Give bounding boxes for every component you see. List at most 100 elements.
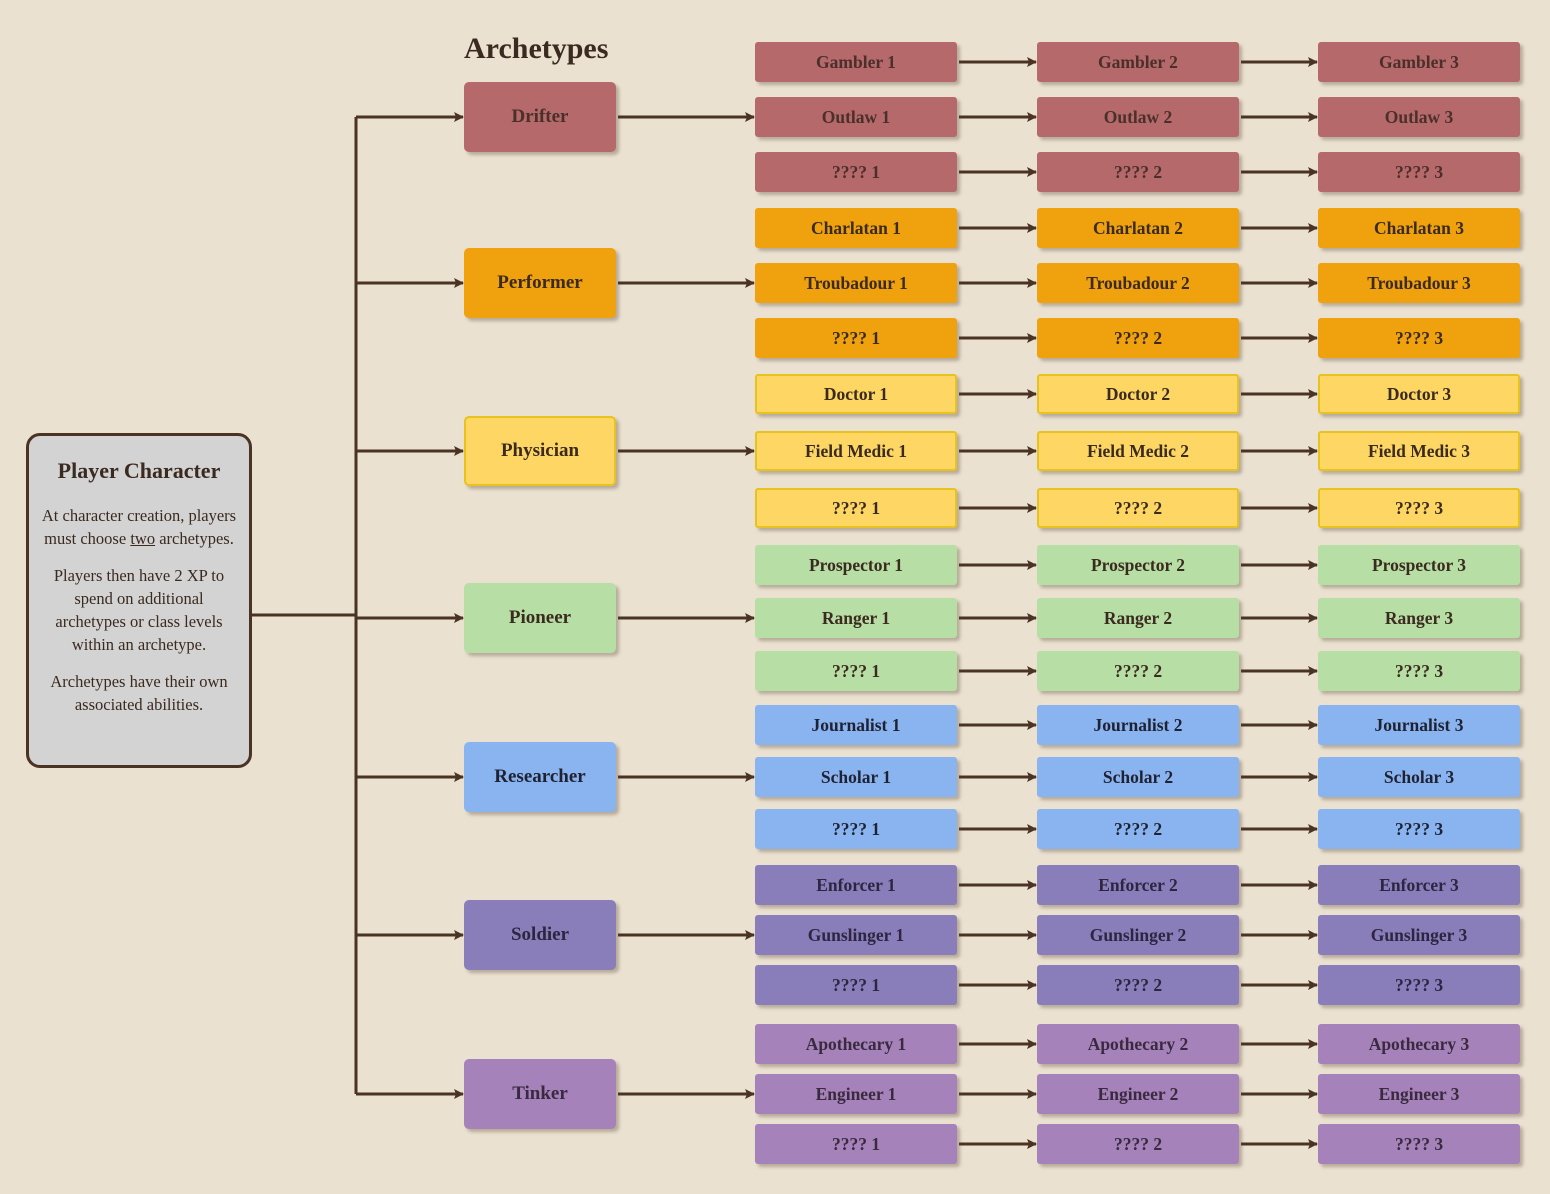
class-label: Apothecary 3 (1368, 1033, 1470, 1054)
class-label: Ranger 1 (821, 607, 891, 628)
archetype-label: Drifter (511, 106, 569, 127)
class-label: ???? 2 (1113, 497, 1163, 518)
class-label: Gunslinger 2 (1089, 924, 1187, 945)
archetype-drifter: Drifter (464, 82, 616, 152)
class-box: Journalist 3 (1318, 705, 1520, 745)
class-box: ???? 3 (1318, 809, 1520, 849)
class-box: Gambler 1 (755, 42, 957, 82)
class-box: Ranger 2 (1037, 598, 1239, 638)
class-label: Gambler 3 (1379, 51, 1459, 72)
class-box: Doctor 2 (1037, 374, 1239, 414)
class-box: Engineer 2 (1037, 1074, 1239, 1114)
archetype-label: Pioneer (508, 607, 572, 628)
class-box: Journalist 1 (755, 705, 957, 745)
class-box: ???? 1 (755, 1124, 957, 1164)
class-box: Doctor 3 (1318, 374, 1520, 414)
class-label: Enforcer 2 (1098, 874, 1178, 895)
class-label: Troubadour 3 (1367, 272, 1471, 293)
class-box: Outlaw 3 (1318, 97, 1520, 137)
class-label: ???? 3 (1394, 660, 1444, 681)
class-label: Field Medic 1 (804, 440, 908, 461)
class-box: Ranger 1 (755, 598, 957, 638)
archetype-label: Tinker (512, 1083, 568, 1104)
class-box: ???? 3 (1318, 152, 1520, 192)
archetype-tinker: Tinker (464, 1059, 616, 1129)
class-label: Gambler 1 (816, 51, 896, 72)
class-label: Prospector 2 (1090, 554, 1186, 575)
class-label: Engineer 1 (815, 1083, 897, 1104)
archetype-label: Researcher (494, 766, 586, 787)
class-box: Scholar 1 (755, 757, 957, 797)
class-label: Ranger 3 (1384, 607, 1454, 628)
class-label: ???? 3 (1394, 1133, 1444, 1154)
class-label: Doctor 2 (1105, 383, 1171, 404)
class-box: Field Medic 3 (1318, 431, 1520, 471)
class-box: ???? 1 (755, 651, 957, 691)
class-box: Apothecary 1 (755, 1024, 957, 1064)
class-label: Apothecary 2 (1087, 1033, 1189, 1054)
class-label: Doctor 1 (823, 383, 889, 404)
archetype-soldier: Soldier (464, 900, 616, 970)
class-box: Prospector 3 (1318, 545, 1520, 585)
class-label: Journalist 2 (1093, 714, 1183, 735)
class-box: Apothecary 3 (1318, 1024, 1520, 1064)
para1-before: At character creation, players must choo… (41, 506, 237, 548)
class-box: Journalist 2 (1037, 705, 1239, 745)
class-box: Prospector 1 (755, 545, 957, 585)
class-box: ???? 2 (1037, 318, 1239, 358)
class-label: Field Medic 3 (1367, 440, 1471, 461)
class-label: Troubadour 2 (1086, 272, 1190, 293)
archetype-physician: Physician (464, 416, 616, 486)
class-box: ???? 3 (1318, 651, 1520, 691)
class-box: Gambler 3 (1318, 42, 1520, 82)
class-box: Enforcer 3 (1318, 865, 1520, 905)
archetype-performer: Performer (464, 248, 616, 318)
class-label: Outlaw 2 (1103, 106, 1173, 127)
class-label: Scholar 2 (1102, 766, 1174, 787)
class-box: Scholar 3 (1318, 757, 1520, 797)
class-box: Ranger 3 (1318, 598, 1520, 638)
archetype-pioneer: Pioneer (464, 583, 616, 653)
class-box: Engineer 1 (755, 1074, 957, 1114)
class-box: Gunslinger 2 (1037, 915, 1239, 955)
class-box: ???? 2 (1037, 152, 1239, 192)
player-character-para-1: At character creation, players must choo… (41, 504, 237, 550)
class-label: Journalist 1 (811, 714, 901, 735)
class-box: ???? 1 (755, 965, 957, 1005)
class-label: Apothecary 1 (805, 1033, 907, 1054)
class-label: Charlatan 3 (1374, 217, 1464, 238)
class-box: ???? 2 (1037, 651, 1239, 691)
class-box: Troubadour 2 (1037, 263, 1239, 303)
class-box: Charlatan 2 (1037, 208, 1239, 248)
class-label: ???? 1 (831, 161, 881, 182)
player-character-title: Player Character (57, 458, 221, 483)
archetype-label: Physician (500, 440, 580, 461)
class-label: Outlaw 3 (1384, 106, 1454, 127)
player-character-para-2: Players then have 2 XP to spend on addit… (53, 566, 225, 654)
class-box: Outlaw 2 (1037, 97, 1239, 137)
class-label: Engineer 3 (1378, 1083, 1460, 1104)
class-label: ???? 3 (1394, 161, 1444, 182)
class-label: Charlatan 2 (1093, 217, 1183, 238)
archetypes-heading: Archetypes (464, 32, 609, 65)
class-label: Prospector 3 (1371, 554, 1467, 575)
class-label: ???? 1 (831, 1133, 881, 1154)
class-label: ???? 2 (1113, 818, 1163, 839)
class-box: ???? 3 (1318, 488, 1520, 528)
class-box: Field Medic 2 (1037, 431, 1239, 471)
class-box: ???? 1 (755, 318, 957, 358)
class-box: ???? 1 (755, 152, 957, 192)
class-box: Field Medic 1 (755, 431, 957, 471)
player-character-box: Player Character At character creation, … (26, 433, 252, 768)
class-box: ???? 2 (1037, 488, 1239, 528)
class-box: Apothecary 2 (1037, 1024, 1239, 1064)
class-label: ???? 1 (831, 660, 881, 681)
class-box: Gunslinger 1 (755, 915, 957, 955)
class-label: Ranger 2 (1103, 607, 1173, 628)
class-label: ???? 3 (1394, 818, 1444, 839)
class-label: Doctor 3 (1386, 383, 1452, 404)
class-label: ???? 3 (1394, 974, 1444, 995)
class-label: ???? 2 (1113, 161, 1163, 182)
class-label: ???? 1 (831, 818, 881, 839)
